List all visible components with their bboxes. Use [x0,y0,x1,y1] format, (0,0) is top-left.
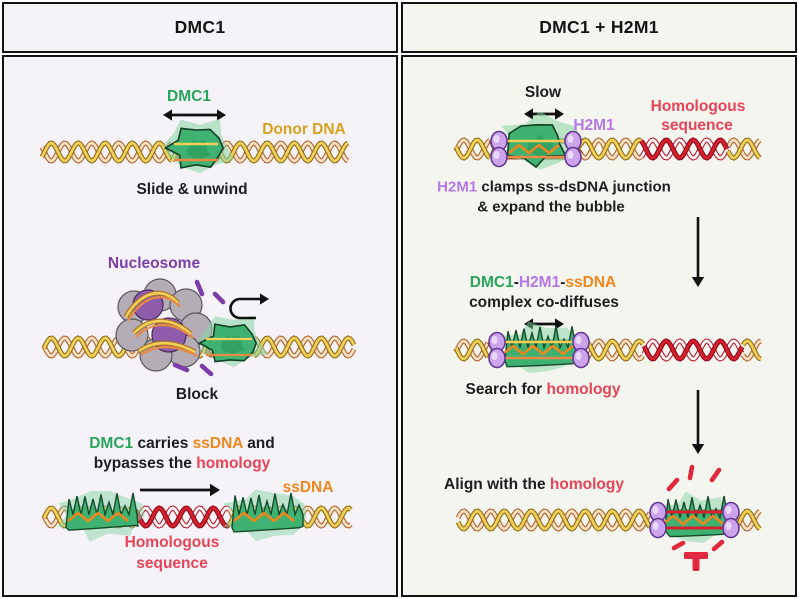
text-segment: Search for [465,381,547,398]
column-header-dmc1-h2m1: DMC1 + H2M1 [401,2,797,53]
h2m1-clamp [490,130,508,168]
align-homology-caption: Align with the homology [444,476,624,494]
ssdna-label: ssDNA [282,479,334,496]
left-column-body: DMC1 Donor DNA Slide & unwind Nucleosome… [2,55,398,597]
header-left-title: DMC1 [174,17,226,37]
homologous-sequence-right-line1: Homologous [650,98,746,115]
text-segment: and [242,435,275,452]
clamp-caption-line1: H2M1 clamps ss-dsDNA junction [437,179,671,196]
ssdna-strand [508,143,560,155]
dmc1-protein [163,118,234,174]
nucleosome [115,278,213,372]
h2m1-protein-label: H2M1 [573,117,615,134]
text-segment: homology [549,476,624,493]
h2m1-clamp [722,501,740,539]
ssdna-strand [233,511,295,523]
homologous-sequence-right-line2: sequence [661,117,733,134]
homologous-sequence-label-line2: sequence [136,555,208,572]
ssdna-strand [67,511,129,523]
dmc1-filament [496,321,579,373]
text-segment: Align with the [444,476,550,493]
text-segment: carries [133,435,193,452]
nucleosome-emphasis-dashes [172,279,226,377]
header-right-title: DMC1 + H2M1 [539,17,659,37]
h2m1-clamp [572,331,590,369]
search-homology-caption: Search for homology [465,381,620,399]
clamp-caption-line2: & expand the bubble [477,198,625,216]
complex-title-line1: DMC1-H2M1-ssDNA [470,274,616,292]
block-caption: Block [175,386,219,403]
h2m1-clamp [564,130,582,168]
dmc1-protein-label: DMC1 [167,88,211,105]
text-segment: H2M1 [518,274,561,291]
carry-caption-line2: bypasses the homology [94,455,271,473]
step-arrow-icon [691,390,705,454]
text-segment: H2M1 [437,178,478,196]
text-segment: homology [546,381,621,398]
complex-title-line2: complex co-diffuses [469,294,619,311]
left-column-drawing [39,109,357,542]
slow-label: Slow [524,84,562,101]
carry-caption-line1: DMC1 carries ssDNA and [89,435,275,453]
slide-unwind-caption: Slide & unwind [136,181,248,198]
text-segment: DMC1 [469,274,514,291]
text-segment: ssDNA [192,435,243,452]
ssdna-strand [502,344,574,356]
h2m1-clamp [488,331,506,369]
homologous-sequence-label-line1: Homologous [124,534,220,551]
column-header-dmc1: DMC1 [2,2,398,53]
return-arrow-icon [229,293,269,320]
text-segment: homology [196,455,271,472]
text-segment: clamps ss-dsDNA junction [477,178,671,196]
text-segment: bypasses the [93,455,197,472]
ssdna-strand [662,514,724,526]
text-segment: DMC1 [89,435,134,452]
text-segment: ssDNA [565,274,617,291]
impact-mark [666,464,725,571]
dmc1-ssdna-filament [223,489,307,542]
h2m1-clamp [649,501,667,539]
step-arrow-icon [691,217,705,287]
impact-t-mark [684,552,708,559]
text-segment: - [560,274,566,291]
right-column-body: Slow H2M1 Homologous sequence H2M1 clamp… [401,55,797,597]
right-column-drawing [453,108,762,571]
nucleosome-label: Nucleosome [107,255,201,272]
text-segment: - [513,274,519,291]
bypass-arrow-icon [140,483,220,497]
slide-double-arrow-icon [163,109,226,121]
donor-dna-label: Donor DNA [262,121,346,138]
